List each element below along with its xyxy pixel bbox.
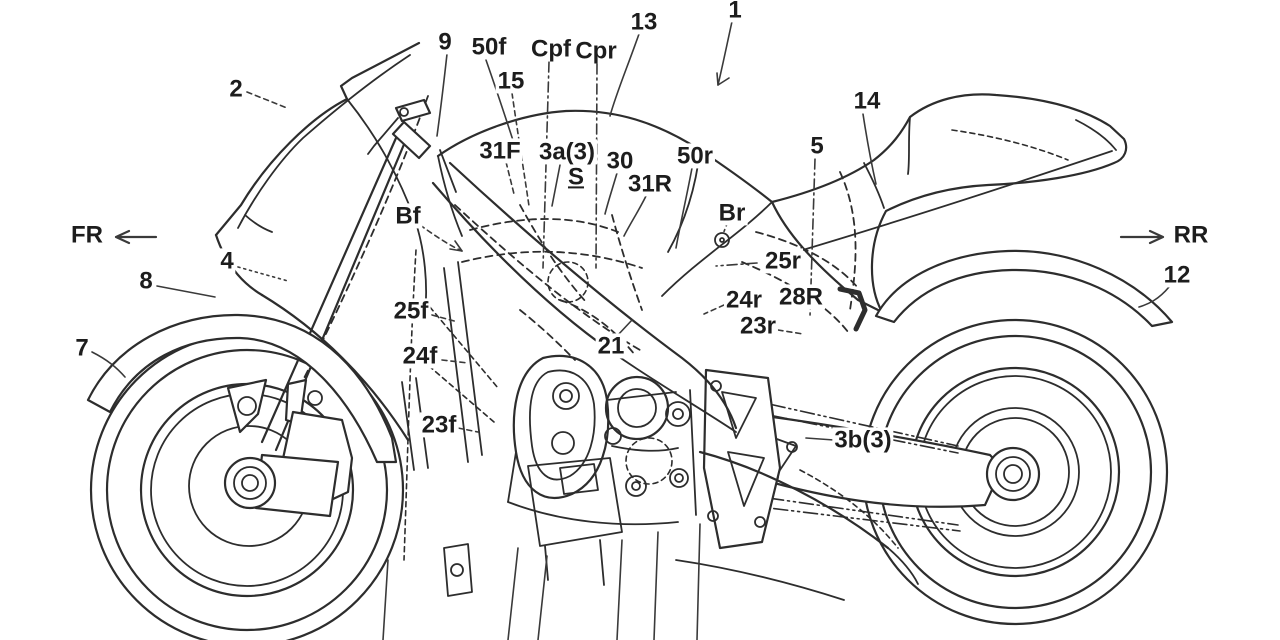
leader-lines — [91, 16, 1170, 441]
leader-1-arrowhead — [716, 72, 730, 86]
leader-23r — [777, 329, 804, 335]
leader-31F — [505, 161, 515, 195]
leader-3a3 — [551, 164, 561, 207]
leader-9 — [436, 53, 448, 137]
leader-30 — [604, 172, 618, 215]
nose-vent — [244, 214, 273, 233]
leader-Br — [722, 223, 728, 235]
leader-25f — [431, 314, 459, 323]
clutch-cover — [604, 375, 670, 441]
leader-31R — [623, 195, 647, 237]
leader-15 — [511, 92, 530, 207]
leader-13 — [609, 33, 640, 117]
leader-23f — [457, 427, 479, 433]
frame — [401, 149, 738, 561]
rear-subframe-bracket — [702, 368, 782, 550]
throttle-body — [547, 261, 589, 303]
leader-1 — [717, 16, 734, 86]
leader-21 — [616, 319, 633, 337]
leader-3b3 — [805, 437, 835, 441]
oil-pan — [527, 457, 623, 547]
leader-7 — [91, 351, 126, 378]
bracket-28R — [837, 286, 868, 332]
underbody — [382, 450, 919, 640]
leader-Cpf — [542, 61, 550, 269]
rr-arrow-icon — [1119, 229, 1165, 245]
brake-lever — [367, 117, 399, 155]
leader-Bf — [419, 224, 463, 252]
leader-Cpr — [595, 63, 598, 269]
leader-24r — [703, 304, 725, 315]
front-wheel — [89, 95, 429, 640]
leader-12 — [1138, 286, 1170, 308]
seat-bolt — [714, 232, 730, 248]
leader-4 — [237, 266, 289, 282]
front-fender — [86, 313, 398, 464]
chain-line-lower — [739, 493, 959, 526]
leader-Bf-arrowhead — [449, 240, 463, 252]
engine — [443, 299, 697, 597]
swingarm — [733, 397, 1041, 532]
leader-25r — [715, 262, 758, 267]
direction-arrows — [114, 229, 1165, 245]
leader-8 — [156, 285, 216, 298]
leader-5 — [809, 158, 816, 317]
leader-14 — [862, 113, 877, 185]
leader-24f — [441, 359, 469, 364]
radiator-edge — [443, 267, 469, 463]
front-fairing — [214, 41, 427, 442]
cockpit — [367, 98, 432, 160]
grip — [391, 120, 432, 160]
fuel-tank — [436, 109, 774, 297]
leader-50r — [675, 167, 693, 249]
fr-arrow-icon — [114, 229, 158, 245]
leader-2 — [246, 91, 288, 109]
chain-line-upper — [741, 397, 959, 447]
windscreen-edge — [214, 41, 421, 237]
rear-fender — [874, 249, 1174, 328]
fairing-lower-edge — [260, 293, 410, 442]
